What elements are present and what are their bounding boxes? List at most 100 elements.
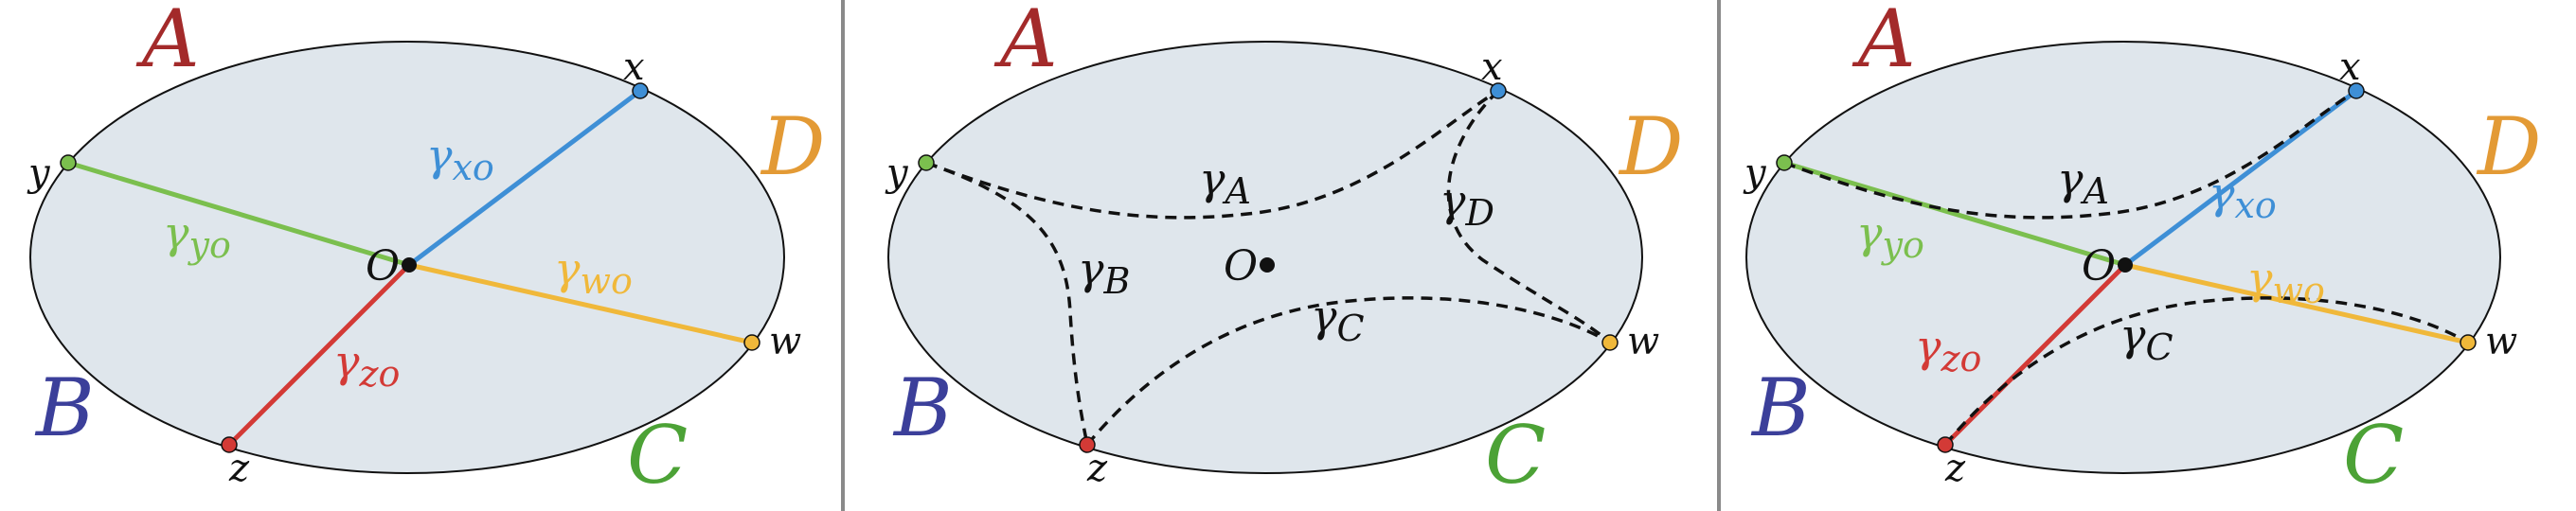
region-label-A: A xyxy=(1852,0,1916,85)
label-gamma-A: γA xyxy=(1199,153,1251,212)
point-label-w: w xyxy=(1627,320,1659,363)
region-label-B: B xyxy=(892,361,953,454)
point-label-y: y xyxy=(1743,151,1767,195)
label-gamma-zo-subscript: zo xyxy=(359,353,401,395)
segment-gamma-yo xyxy=(1783,160,2126,268)
label-gamma-B: γB xyxy=(1078,243,1130,302)
label-gamma-xo-gamma: γ xyxy=(2209,167,2235,219)
point-z xyxy=(221,436,238,453)
region-label-B: B xyxy=(34,361,95,454)
origin-point xyxy=(1260,257,1275,273)
label-gamma-wo: γwo xyxy=(554,243,633,302)
region-label-D: D xyxy=(760,100,825,193)
point-label-w: w xyxy=(769,320,801,363)
label-gamma-D-gamma: γ xyxy=(1440,175,1466,226)
region-label-D: D xyxy=(1618,100,1683,193)
hyperbolic-disk xyxy=(1745,41,2501,474)
region-label-A: A xyxy=(993,0,1058,85)
segment-gamma-xo xyxy=(407,89,642,267)
label-gamma-A: γA xyxy=(2057,153,2109,212)
label-gamma-wo-gamma: γ xyxy=(2246,253,2273,304)
segment-gamma-zo xyxy=(227,263,411,447)
origin-label: O xyxy=(2082,242,2116,291)
region-label-C: C xyxy=(1485,409,1546,502)
point-label-z: z xyxy=(1086,447,1108,490)
label-gamma-xo-subscript: xo xyxy=(453,147,494,188)
label-gamma-A-subscript: A xyxy=(1223,170,1251,212)
dashed-curve-gamma-D xyxy=(1446,89,1612,344)
point-z xyxy=(1937,436,1954,453)
label-gamma-C-gamma: γ xyxy=(1311,291,1337,342)
label-gamma-yo-subscript: yo xyxy=(188,224,231,266)
label-gamma-zo-subscript: zo xyxy=(1941,338,1982,379)
point-y xyxy=(1776,154,1793,171)
label-gamma-yo-subscript: yo xyxy=(1881,224,1924,266)
dashed-curve-gamma-A xyxy=(1783,89,2357,220)
dashed-curve-gamma-C xyxy=(1085,296,1611,447)
dashed-curve-gamma-A xyxy=(925,89,1499,220)
region-label-C: C xyxy=(2343,409,2404,502)
point-w xyxy=(1601,334,1619,351)
label-gamma-wo-subscript: wo xyxy=(581,260,633,302)
segment-gamma-zo xyxy=(1943,263,2127,447)
region-label-B: B xyxy=(1750,361,1811,454)
label-gamma-yo: γyo xyxy=(163,207,231,266)
origin-point xyxy=(402,257,417,273)
point-label-y: y xyxy=(885,151,909,195)
label-gamma-xo: γxo xyxy=(426,130,494,188)
segment-gamma-wo xyxy=(408,262,753,345)
label-gamma-C: γC xyxy=(1311,291,1365,349)
label-gamma-xo-subscript: xo xyxy=(2235,185,2277,226)
region-label-D: D xyxy=(2476,100,2541,193)
label-gamma-zo-gamma: γ xyxy=(333,336,360,387)
label-gamma-C-subscript: C xyxy=(1337,308,1365,349)
label-gamma-C: γC xyxy=(2120,309,2174,368)
point-label-y: y xyxy=(27,151,51,195)
point-label-z: z xyxy=(1944,447,1966,490)
region-label-A: A xyxy=(135,0,200,85)
label-gamma-B-subscript: B xyxy=(1103,260,1131,302)
point-x xyxy=(632,82,649,99)
segment-gamma-xo xyxy=(2123,89,2358,267)
point-label-w: w xyxy=(2485,320,2517,363)
hyperbolic-disk xyxy=(887,41,1643,474)
label-gamma-wo-subscript: wo xyxy=(2273,270,2325,311)
label-gamma-B-gamma: γ xyxy=(1078,243,1104,294)
point-z xyxy=(1079,436,1096,453)
label-gamma-C-subscript: C xyxy=(2146,326,2174,368)
label-gamma-zo: γzo xyxy=(1915,321,1981,379)
point-label-x: x xyxy=(623,45,645,89)
point-label-z: z xyxy=(228,447,250,490)
point-x xyxy=(2348,82,2365,99)
label-gamma-A-gamma: γ xyxy=(2057,153,2084,204)
dashed-curve-gamma-B xyxy=(925,161,1089,446)
segment-gamma-wo xyxy=(2124,262,2469,345)
point-label-x: x xyxy=(2339,45,2361,89)
label-gamma-D-subscript: D xyxy=(1465,192,1494,234)
label-gamma-zo-gamma: γ xyxy=(1915,321,1941,372)
dashed-curve-gamma-C xyxy=(1943,296,2469,447)
label-gamma-A-subscript: A xyxy=(2081,170,2109,212)
hyperbolic-disk xyxy=(29,41,785,474)
point-label-x: x xyxy=(1481,45,1503,89)
segment-gamma-yo xyxy=(67,160,410,268)
point-y xyxy=(918,154,935,171)
label-gamma-A-gamma: γ xyxy=(1199,153,1225,204)
point-y xyxy=(60,154,77,171)
label-gamma-D: γD xyxy=(1440,175,1494,234)
label-gamma-yo: γyo xyxy=(1856,207,1924,266)
label-gamma-wo-gamma: γ xyxy=(554,243,581,294)
label-gamma-zo: γzo xyxy=(333,336,400,395)
label-gamma-xo: γxo xyxy=(2209,167,2277,226)
origin-label: O xyxy=(366,242,400,291)
label-gamma-C-gamma: γ xyxy=(2120,309,2146,361)
label-gamma-yo-gamma: γ xyxy=(163,207,189,258)
region-label-C: C xyxy=(627,409,688,502)
point-w xyxy=(743,334,760,351)
origin-label: O xyxy=(1224,242,1258,291)
label-gamma-yo-gamma: γ xyxy=(1856,207,1883,258)
